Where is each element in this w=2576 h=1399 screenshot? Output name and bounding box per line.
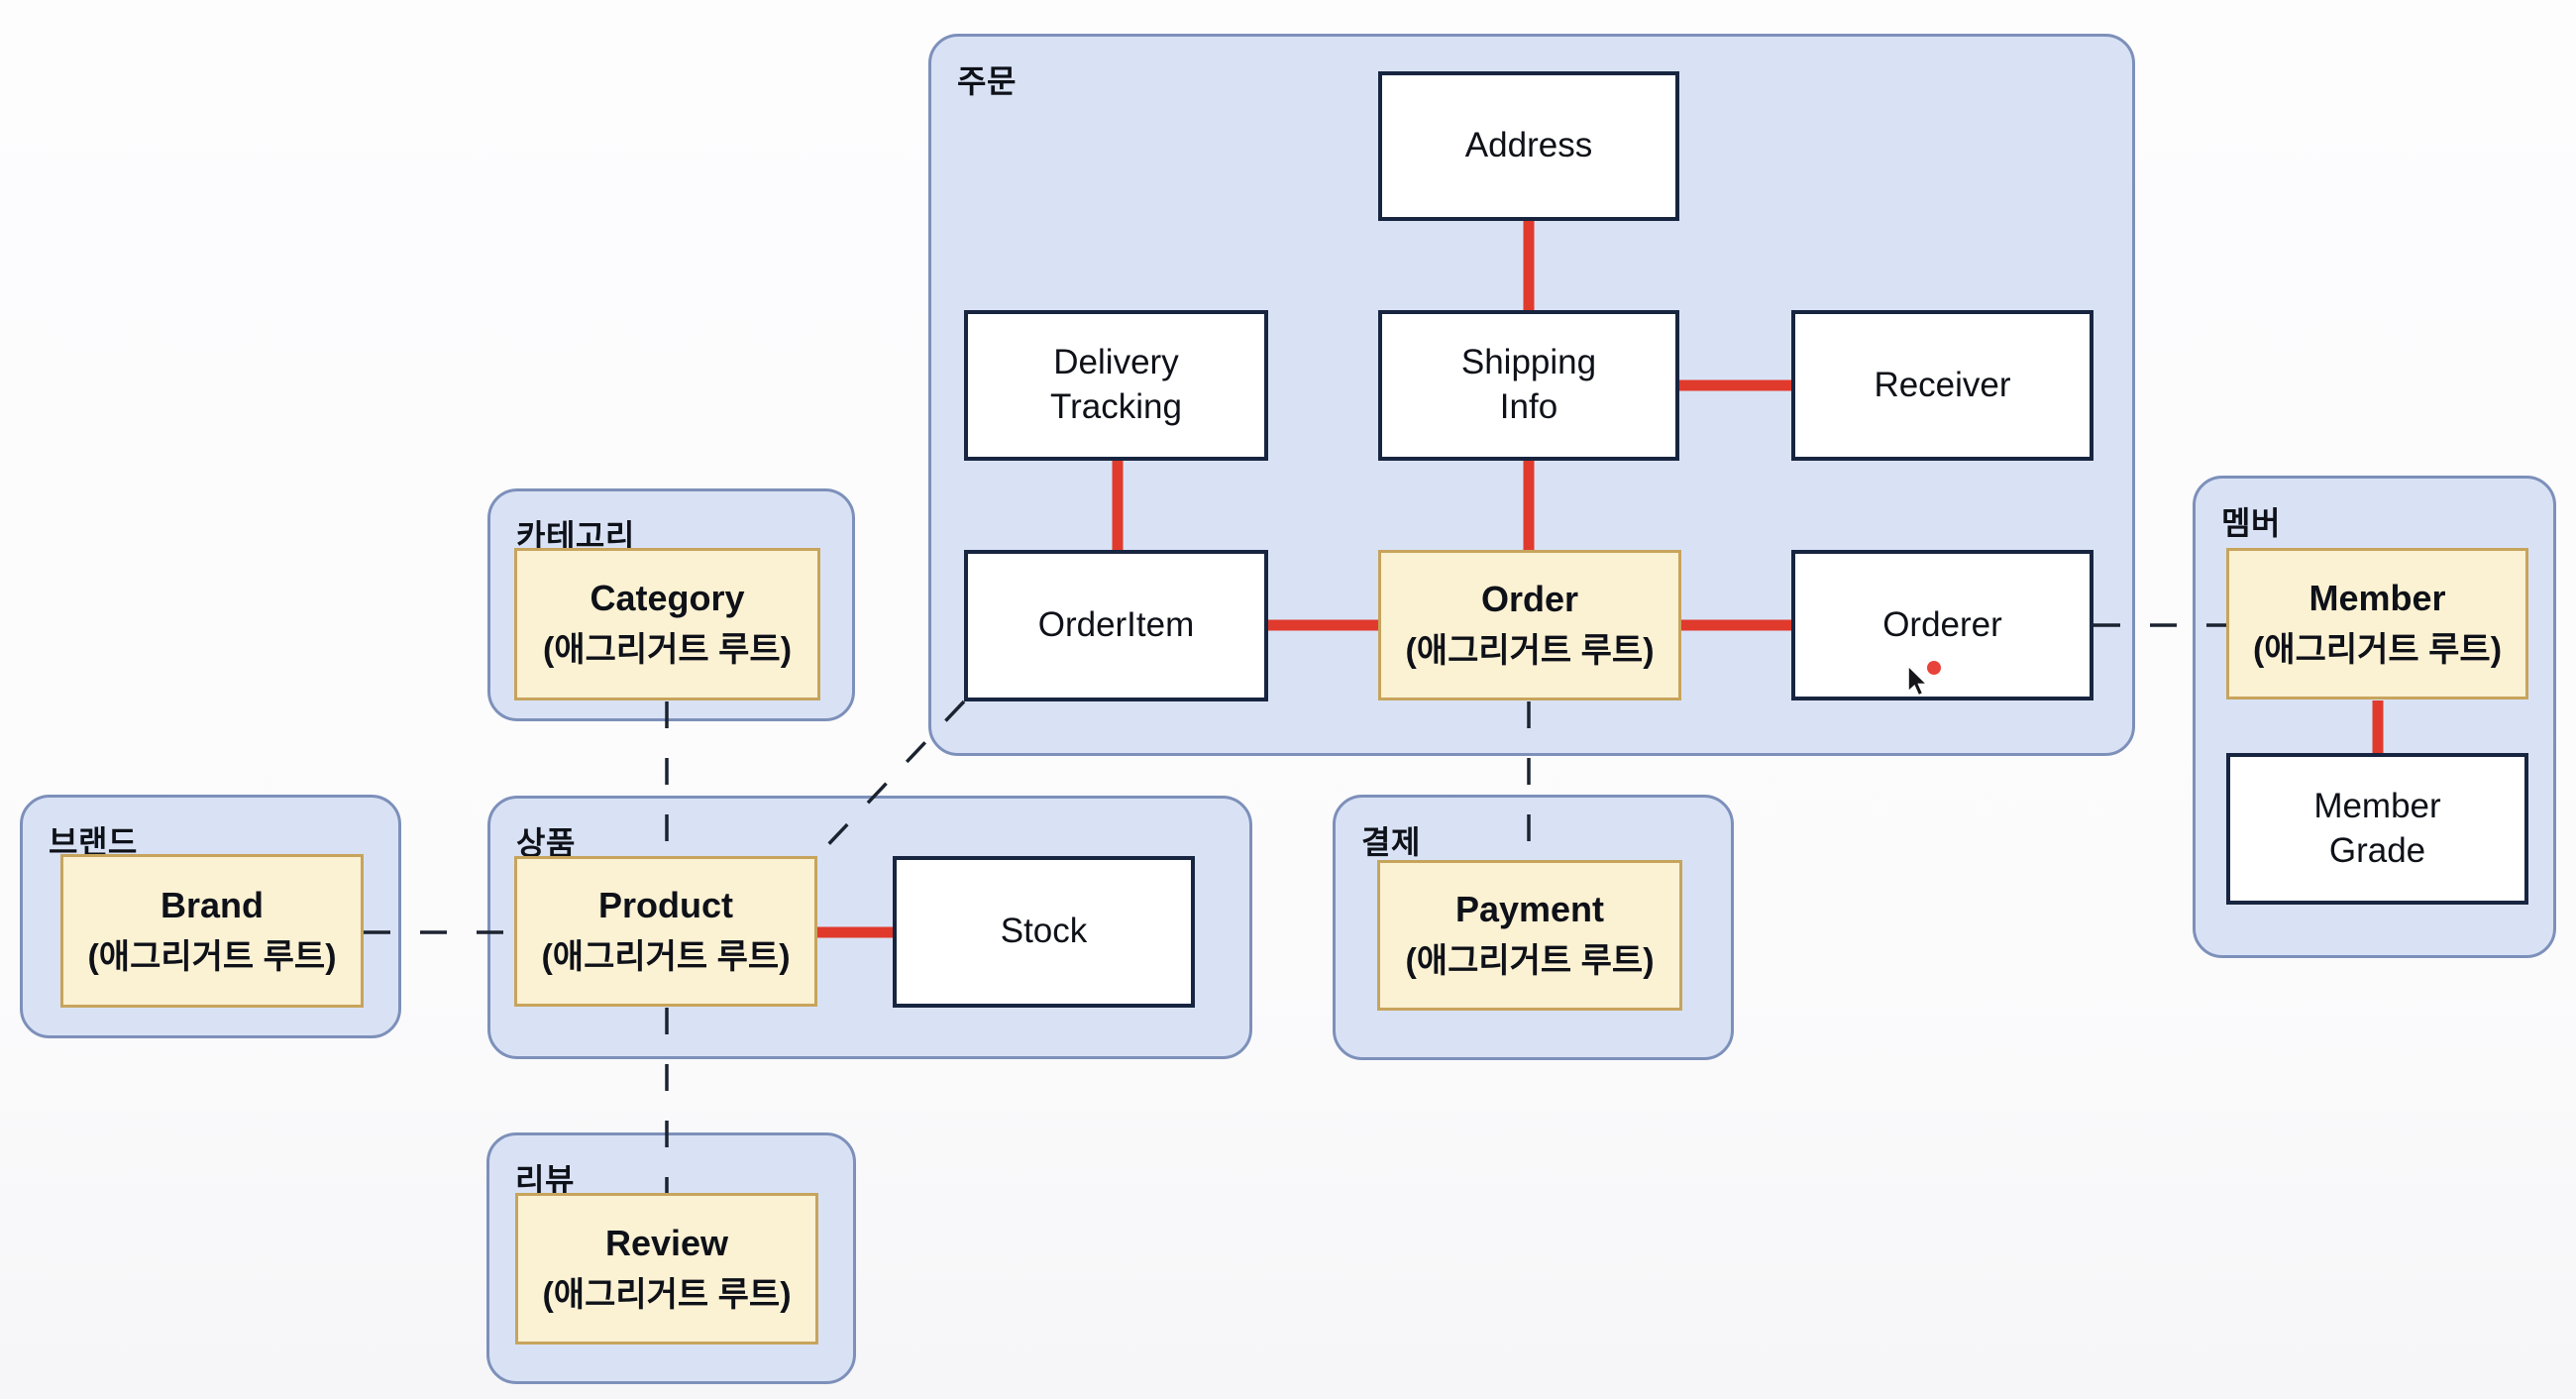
aggregate-product-title: Product <box>597 885 733 925</box>
aggregate-product-subtitle: (애그리거트 루트) <box>541 938 791 976</box>
aggregate-payment-subtitle: (애그리거트 루트) <box>1405 942 1655 980</box>
entity-receiver: Receiver <box>1791 310 2093 461</box>
red-dot-annotation <box>1927 661 1941 675</box>
aggregate-payment-title: Payment <box>1454 889 1605 929</box>
aggregate-order-subtitle: (애그리거트 루트) <box>1405 632 1655 670</box>
aggregate-category-subtitle: (애그리거트 루트) <box>542 631 793 669</box>
aggregate-member: Member (애그리거트 루트) <box>2226 548 2528 700</box>
entity-member-grade: Member Grade <box>2226 753 2528 905</box>
aggregate-category-title: Category <box>590 578 745 618</box>
aggregate-product: Product (애그리거트 루트) <box>514 856 817 1007</box>
aggregate-review-title: Review <box>604 1222 729 1263</box>
entity-stock: Stock <box>893 856 1195 1008</box>
aggregate-brand-subtitle: (애그리거트 루트) <box>87 937 337 976</box>
context-order-label: 주문 <box>957 63 1017 99</box>
context-payment-label: 결제 <box>1361 824 1421 860</box>
aggregate-member-subtitle: (애그리거트 루트) <box>2252 630 2503 669</box>
aggregate-review: Review (애그리거트 루트) <box>515 1193 818 1345</box>
entity-address: Address <box>1378 71 1679 221</box>
context-review-label: 리뷰 <box>515 1162 575 1198</box>
context-member-label: 멤버 <box>2221 505 2281 541</box>
dashed-orderitem-product <box>815 700 966 858</box>
context-product-label: 상품 <box>516 825 576 861</box>
aggregate-brand: Brand (애그리거트 루트) <box>60 854 364 1008</box>
mouse-cursor-icon <box>1907 664 1929 697</box>
entity-delivery-tracking: Delivery Tracking <box>964 310 1268 461</box>
aggregate-category: Category (애그리거트 루트) <box>514 548 820 700</box>
aggregate-order: Order (애그리거트 루트) <box>1378 550 1681 700</box>
entity-shipping-info: Shipping Info <box>1378 310 1679 461</box>
aggregate-brand-title: Brand <box>160 884 264 925</box>
entity-orderer: Orderer <box>1791 550 2093 700</box>
entity-order-item: OrderItem <box>964 550 1268 701</box>
aggregate-review-subtitle: (애그리거트 루트) <box>542 1275 792 1314</box>
aggregate-order-title: Order <box>1480 579 1579 619</box>
aggregate-payment: Payment (애그리거트 루트) <box>1377 860 1682 1011</box>
aggregate-member-title: Member <box>2308 577 2446 618</box>
